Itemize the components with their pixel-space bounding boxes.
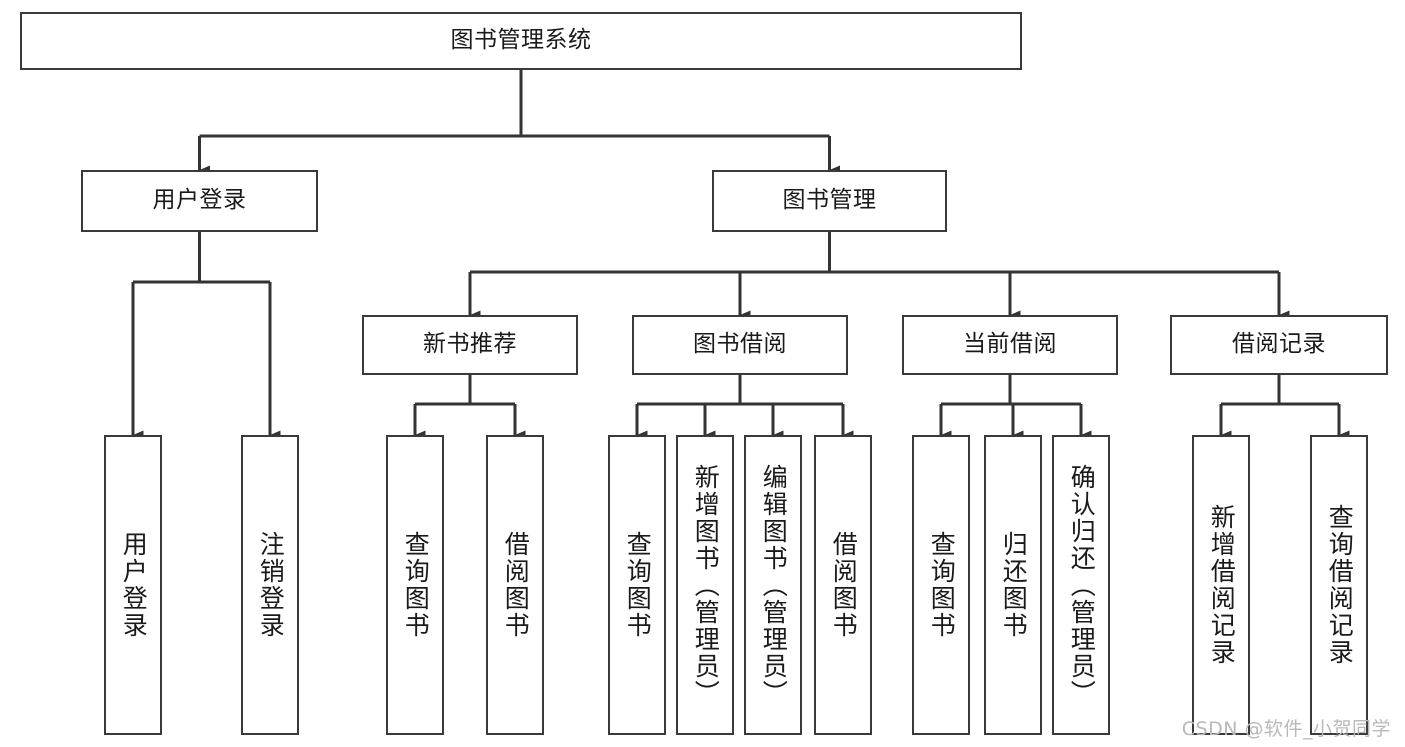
node-current-borrow[interactable]: 当前借阅 bbox=[902, 315, 1118, 375]
node-label: 确认归还（管理员） bbox=[1067, 463, 1097, 707]
node-leaf-query-book-3[interactable]: 查询图书 bbox=[912, 435, 970, 735]
node-label: 查询借阅记录 bbox=[1325, 504, 1355, 666]
node-borrow-record[interactable]: 借阅记录 bbox=[1170, 315, 1388, 375]
node-label: 当前借阅 bbox=[963, 331, 1057, 358]
node-leaf-add-book[interactable]: 新增图书（管理员） bbox=[676, 435, 734, 735]
node-root-book-management-system[interactable]: 图书管理系统 bbox=[20, 12, 1022, 70]
node-label: 新增借阅记录 bbox=[1207, 504, 1237, 666]
node-label: 图书管理系统 bbox=[450, 27, 592, 54]
node-user-login[interactable]: 用户登录 bbox=[81, 170, 318, 232]
node-leaf-return-book[interactable]: 归还图书 bbox=[984, 435, 1042, 735]
node-label: 图书管理 bbox=[782, 187, 877, 214]
node-leaf-user-login[interactable]: 用户登录 bbox=[104, 435, 162, 735]
node-label: 用户登录 bbox=[119, 531, 149, 639]
node-book-manage[interactable]: 图书管理 bbox=[712, 170, 947, 232]
node-label: 编辑图书（管理员） bbox=[759, 463, 789, 707]
node-leaf-add-record[interactable]: 新增借阅记录 bbox=[1192, 435, 1250, 735]
node-label: 用户登录 bbox=[152, 187, 247, 214]
node-label: 借阅记录 bbox=[1232, 331, 1326, 358]
node-leaf-query-book-1[interactable]: 查询图书 bbox=[386, 435, 444, 735]
node-book-borrow[interactable]: 图书借阅 bbox=[632, 315, 848, 375]
node-leaf-query-record[interactable]: 查询借阅记录 bbox=[1310, 435, 1368, 735]
node-label: 查询图书 bbox=[927, 531, 957, 639]
csdn-watermark: CSDN @软件_小贺同学 bbox=[1181, 718, 1391, 740]
node-label: 图书借阅 bbox=[693, 331, 787, 358]
node-label: 新增图书（管理员） bbox=[691, 463, 721, 707]
node-leaf-borrow-book-1[interactable]: 借阅图书 bbox=[486, 435, 544, 735]
node-leaf-edit-book[interactable]: 编辑图书（管理员） bbox=[744, 435, 802, 735]
node-label: 新书推荐 bbox=[423, 331, 517, 358]
node-label: 注销登录 bbox=[256, 531, 286, 639]
node-leaf-logout[interactable]: 注销登录 bbox=[241, 435, 299, 735]
node-leaf-confirm-return[interactable]: 确认归还（管理员） bbox=[1052, 435, 1110, 735]
node-leaf-query-book-2[interactable]: 查询图书 bbox=[608, 435, 666, 735]
node-label: 借阅图书 bbox=[829, 531, 859, 639]
node-label: 借阅图书 bbox=[501, 531, 531, 639]
node-label: 归还图书 bbox=[999, 531, 1029, 639]
node-new-book-recommend[interactable]: 新书推荐 bbox=[362, 315, 578, 375]
node-leaf-borrow-book-2[interactable]: 借阅图书 bbox=[814, 435, 872, 735]
node-label: 查询图书 bbox=[401, 531, 431, 639]
node-label: 查询图书 bbox=[623, 531, 653, 639]
